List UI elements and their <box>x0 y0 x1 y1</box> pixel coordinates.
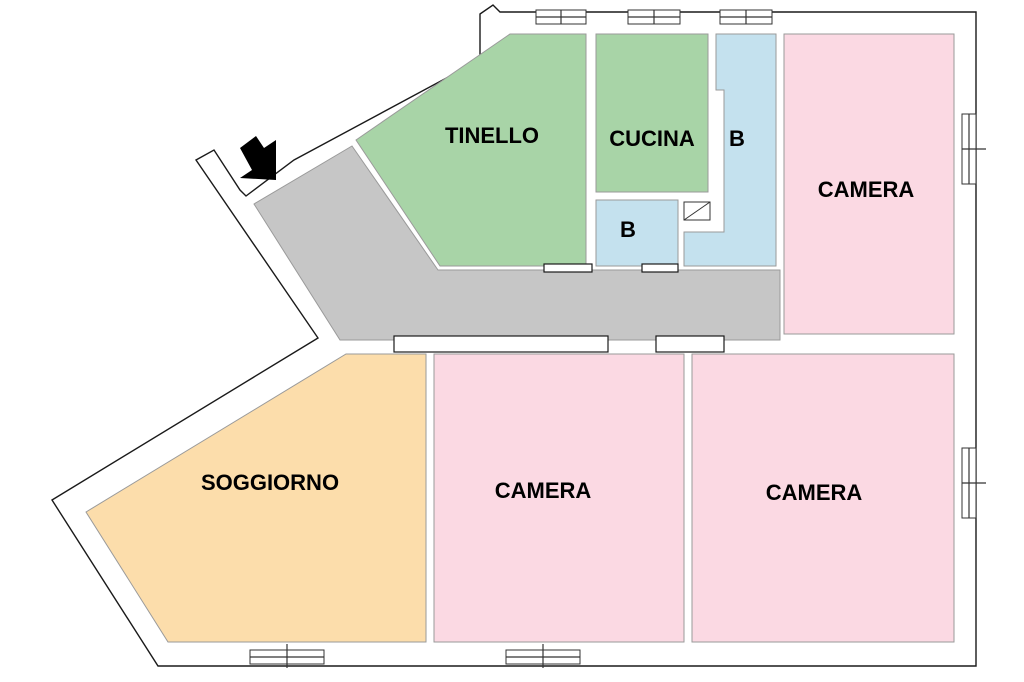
window-top-2 <box>627 9 681 25</box>
window-top-3 <box>719 9 773 25</box>
label-camera-top-right: CAMERA <box>818 177 915 202</box>
label-bagno-large: B <box>729 126 745 151</box>
label-tinello: TINELLO <box>445 123 539 148</box>
window-top-1 <box>535 9 587 25</box>
entrance-arrow-icon <box>240 136 276 180</box>
window-right-1 <box>961 113 986 185</box>
door-opening-2 <box>655 335 725 353</box>
label-bagno-small: B <box>620 217 636 242</box>
label-camera-bottom-right: CAMERA <box>766 480 863 505</box>
door-opening-4 <box>641 263 679 273</box>
room-camera-bottom-middle <box>433 353 685 643</box>
room-bagno-small <box>595 199 679 267</box>
window-right-2 <box>961 447 986 519</box>
shaft-diagonal <box>683 201 711 221</box>
room-bagno-large <box>683 33 777 267</box>
room-cucina <box>595 33 709 193</box>
hallway <box>253 145 781 341</box>
label-soggiorno: SOGGIORNO <box>201 470 339 495</box>
door-opening-1 <box>393 335 609 353</box>
room-camera-top-right <box>783 33 955 335</box>
label-camera-bottom-middle: CAMERA <box>495 478 592 503</box>
room-soggiorno <box>85 353 427 643</box>
door-opening-3 <box>543 263 593 273</box>
room-camera-bottom-right <box>691 353 955 643</box>
window-bottom-1 <box>249 644 325 668</box>
room-tinello <box>355 33 587 267</box>
label-cucina: CUCINA <box>609 126 695 151</box>
window-bottom-2 <box>505 644 581 668</box>
